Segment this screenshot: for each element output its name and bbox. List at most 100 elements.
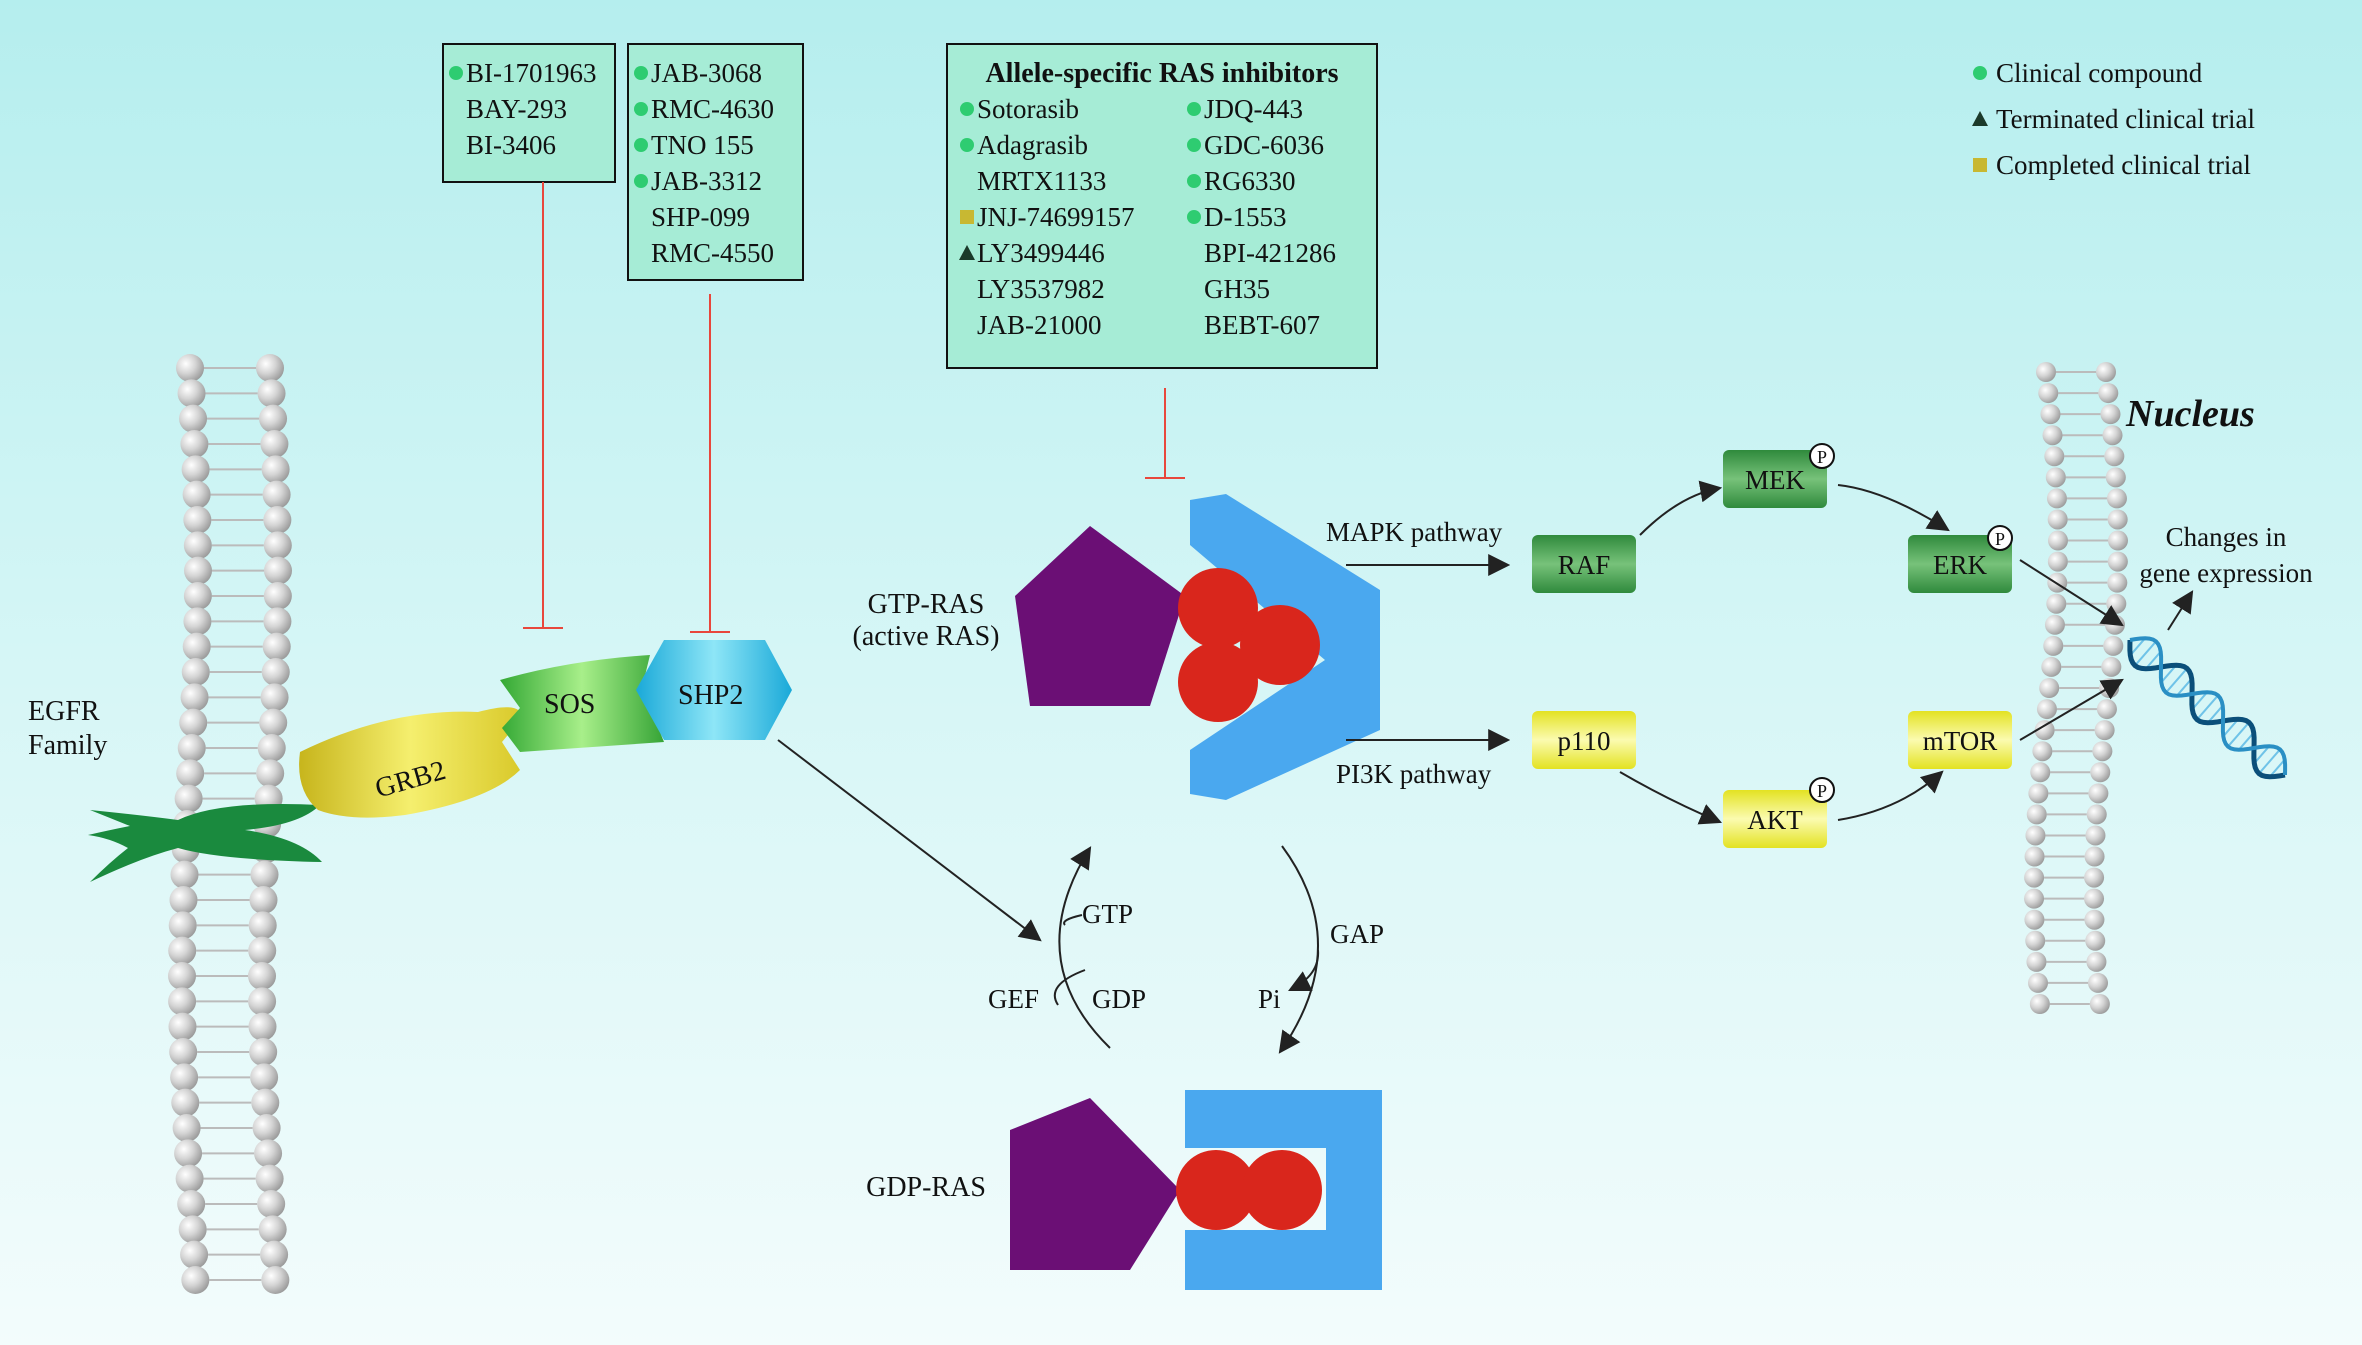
lipid-head <box>2047 530 2068 551</box>
drug-name: RMC-4550 <box>651 238 774 268</box>
lipid-head <box>2102 425 2123 446</box>
lipid-head <box>170 1063 199 1092</box>
akt-node: AKT P <box>1723 777 1835 848</box>
legend-clinical-marker <box>1973 66 1987 80</box>
lipid-head <box>183 531 212 560</box>
nuclear-membrane-right <box>2024 362 2128 1014</box>
lipid-head <box>258 1215 287 1244</box>
lipid-head <box>2036 699 2057 720</box>
lipid-head <box>182 632 211 661</box>
drug-name: MRTX1133 <box>977 166 1106 196</box>
lipid-head <box>180 683 209 712</box>
drug-name: LY3499446 <box>977 238 1105 268</box>
mtor-label: mTOR <box>1923 726 1998 756</box>
lipid-head <box>183 556 212 585</box>
lipid-head <box>257 1190 286 1218</box>
lipid-head <box>260 1240 289 1269</box>
lipid-head <box>2030 762 2051 783</box>
lipid-head <box>169 886 198 914</box>
drug-name: JDQ-443 <box>1204 94 1303 124</box>
lipid-head <box>2043 635 2064 656</box>
lipid-head <box>248 911 277 940</box>
dna-strand <box>2129 636 2288 776</box>
lipid-head <box>2046 593 2067 614</box>
sos-protein <box>500 655 664 752</box>
drug-item-clinical-marker <box>634 174 648 188</box>
lipid-head <box>263 607 292 636</box>
dna-base-pair <box>2129 637 2146 656</box>
lipid-head <box>260 430 289 458</box>
lipid-head <box>2028 972 2049 993</box>
gdp-out-stub <box>1053 969 1086 1006</box>
lipid-head <box>2034 720 2055 741</box>
lipid-head <box>2107 530 2128 551</box>
shp2-label: SHP2 <box>678 680 743 711</box>
lipid-head <box>263 556 292 585</box>
drug-item-clinical-marker <box>960 138 974 152</box>
lipid-head <box>181 455 210 484</box>
gap-cycle-arrow <box>1278 845 1319 1054</box>
lipid-head <box>2041 656 2062 677</box>
lipid-head <box>177 1190 206 1218</box>
lipid-head <box>257 734 286 762</box>
pi-release-arrow <box>1288 949 1320 991</box>
lipid-head <box>2092 741 2113 762</box>
legend-label: Clinical compound <box>1996 58 2203 88</box>
lipid-head <box>248 936 277 965</box>
gtp-label: GTP <box>1082 899 1133 929</box>
drug-item-clinical-marker <box>634 102 648 116</box>
lipid-head <box>2086 951 2107 972</box>
sos-label: SOS <box>544 689 595 720</box>
lipid-head <box>2094 720 2115 741</box>
gtp-phosphate-1 <box>1178 568 1258 648</box>
lipid-head <box>262 632 291 661</box>
drug-name: BI-1701963 <box>466 58 597 88</box>
lipid-head <box>249 886 278 914</box>
lipid-head <box>2088 783 2109 804</box>
changes-label-line2: gene expression <box>2139 558 2313 588</box>
pi-label: Pi <box>1258 984 1281 1014</box>
dna-base-pair <box>2160 664 2177 683</box>
drug-name: BAY-293 <box>466 94 567 124</box>
lipid-head <box>183 607 212 636</box>
lipid-head <box>179 708 208 737</box>
legend-label: Terminated clinical trial <box>1996 104 2255 134</box>
lipid-head <box>2024 867 2045 888</box>
lipid-head <box>2024 909 2045 930</box>
gtp-ras-label-line2: (active RAS) <box>853 621 1000 652</box>
drug-name: JAB-3312 <box>651 166 762 196</box>
lipid-head <box>2101 656 2122 677</box>
lipid-head <box>2047 551 2068 572</box>
changes-label-line1: Changes in <box>2166 522 2287 552</box>
gtp-ras-complex <box>1015 494 1380 800</box>
egfr-label-line2: Family <box>28 730 107 761</box>
lipid-head <box>183 582 212 610</box>
lipid-head <box>2089 994 2110 1014</box>
lipid-head <box>2107 509 2128 530</box>
shp2-protein <box>636 640 792 740</box>
nucleus-label: Nucleus <box>2125 393 2255 435</box>
mek-phospho-label: P <box>1817 447 1827 467</box>
p110-node: p110 <box>1532 711 1636 769</box>
raf-label: RAF <box>1558 550 1611 580</box>
lipid-head <box>177 734 206 762</box>
gef-label: GEF <box>988 984 1039 1014</box>
lipid-head <box>171 1088 200 1117</box>
dna-base-pair <box>2134 640 2157 667</box>
p110-label: p110 <box>1558 726 1611 756</box>
lipid-head <box>2026 951 2047 972</box>
gdp-phosphate-2 <box>1242 1150 1322 1230</box>
mtor-to-dna-arrow <box>2019 678 2124 741</box>
ras-inhibitor-box-title: Allele-specific RAS inhibitors <box>985 58 1338 89</box>
lipid-head <box>175 1164 204 1193</box>
lipid-head <box>2107 551 2128 572</box>
lipid-head <box>2040 404 2061 425</box>
lipid-head <box>259 708 288 737</box>
dna-base-pair <box>2191 691 2208 710</box>
lipid-head <box>180 430 209 458</box>
lipid-head <box>250 860 279 889</box>
lipid-head <box>2085 825 2106 846</box>
dna-strand <box>2127 639 2286 780</box>
mek-label: MEK <box>1745 465 1806 495</box>
lipid-head <box>168 1012 197 1041</box>
